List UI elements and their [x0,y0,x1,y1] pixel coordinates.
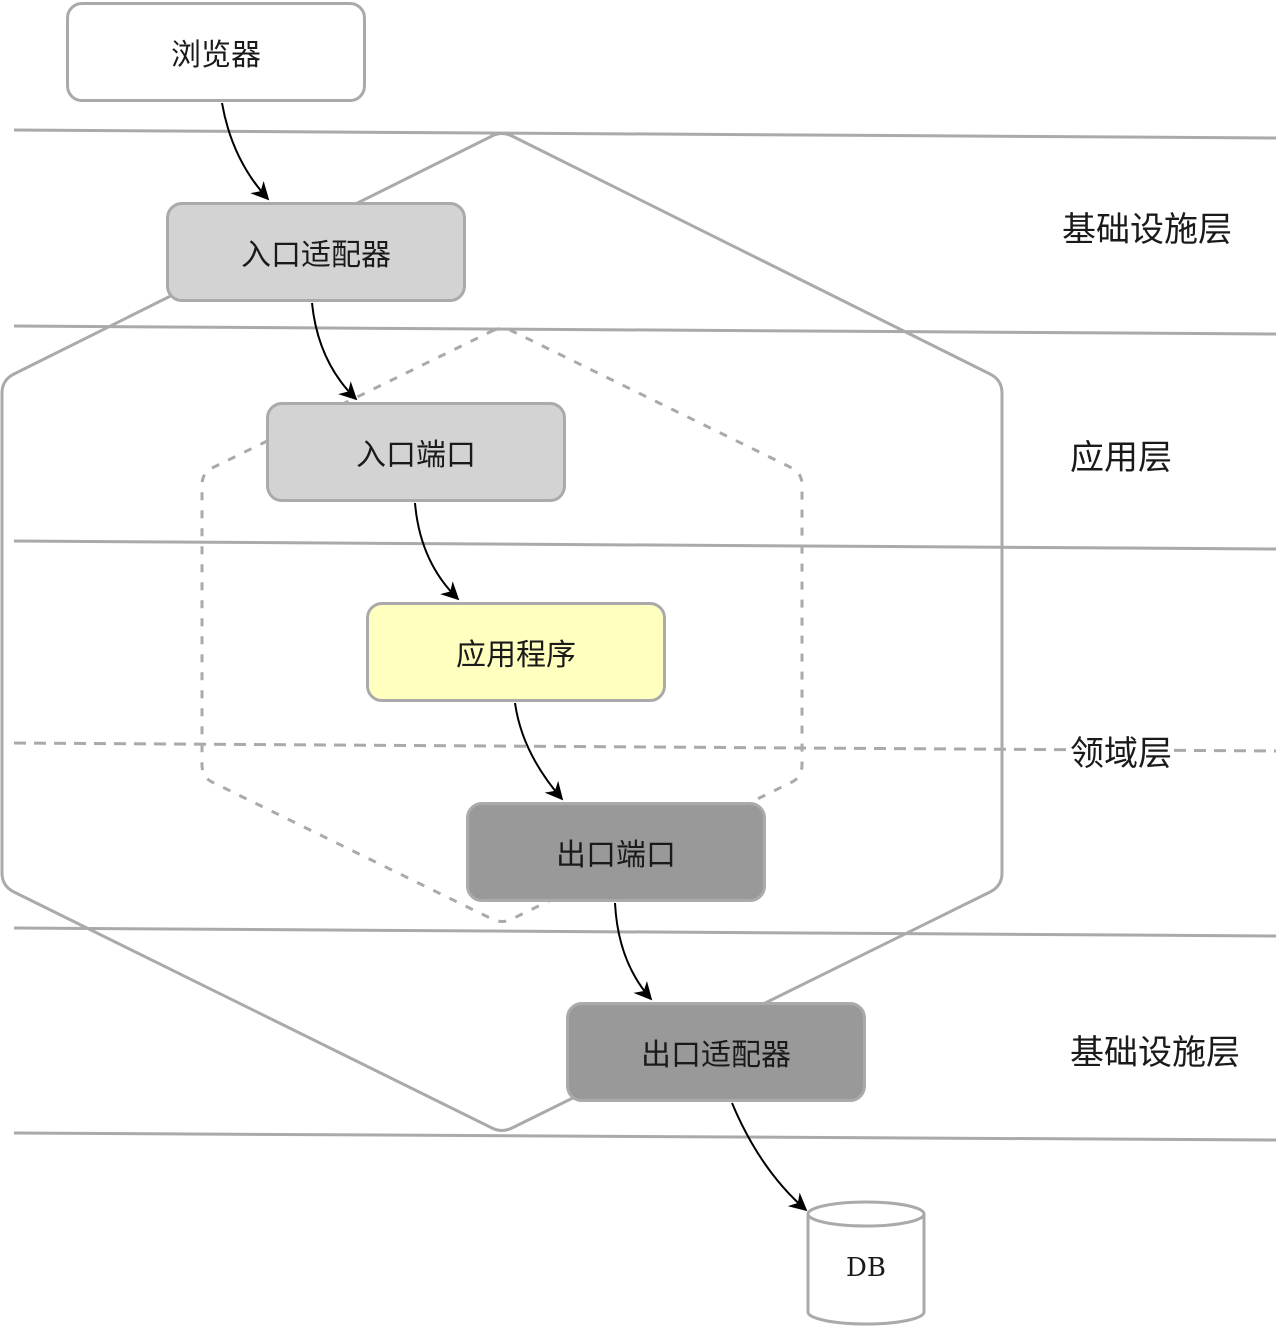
arrow-application-to-outbound-port [514,702,564,801]
application-node: 应用程序 [366,602,666,702]
arrow-browser-to-inbound-adapter [221,102,270,201]
layer-label-infrastructure-top: 基础设施层 [1062,210,1232,250]
arrow-inbound-adapter-to-inbound-port [311,302,358,401]
layer-divider-3 [13,539,1276,551]
layer-divider-2 [13,324,1276,336]
layer-divider-4 [13,926,1276,938]
inbound-port-node: 入口端口 [266,402,566,502]
database-label: DB [846,1253,886,1283]
layer-divider-1 [13,128,1276,140]
layer-label-domain: 领域层 [1070,726,1172,775]
outbound-port-node: 出口端口 [466,802,766,902]
layer-label-infrastructure-bottom: 基础设施层 [1070,1033,1240,1073]
layer-divider-domain-dashed [13,741,1276,753]
inbound-adapter-node: 入口适配器 [166,202,466,302]
layer-label-application: 应用层 [1070,438,1172,478]
arrow-outbound-adapter-to-db [731,1102,808,1212]
arrow-inbound-port-to-application [414,502,460,601]
browser-node: 浏览器 [66,2,366,102]
outbound-adapter-node: 出口适配器 [566,1002,866,1102]
outer-hexagon [0,132,1004,1132]
layer-divider-5 [13,1131,1276,1142]
arrow-outbound-port-to-outbound-adapter [614,902,653,1001]
database-cylinder [806,1200,926,1326]
